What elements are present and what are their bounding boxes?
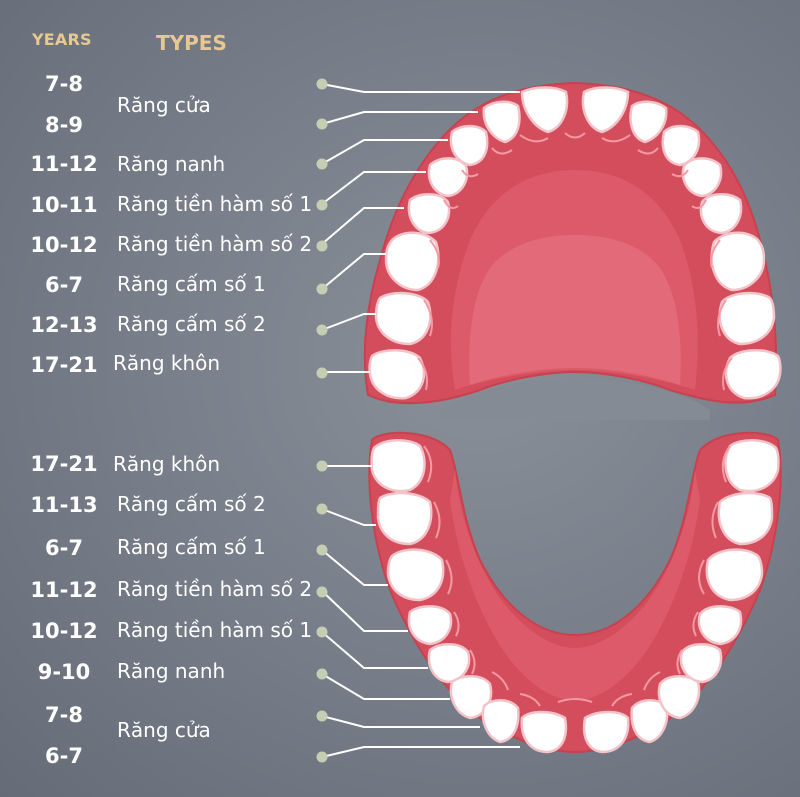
upper-tooth-lateral-right xyxy=(629,100,668,144)
dot-icon xyxy=(316,324,328,336)
upper-tooth-wisdom-left xyxy=(368,349,426,400)
dot-icon xyxy=(316,503,328,515)
upper-tooth-lateral-left xyxy=(482,100,521,144)
upper-tooth-premolar2-left xyxy=(407,193,451,235)
upper-tooth-molar1-right xyxy=(710,231,766,292)
lower-tooth-premolar1-left xyxy=(427,643,471,684)
years-header: YEARS xyxy=(32,30,92,49)
lower-type-wisdom: Răng khôn xyxy=(113,452,221,476)
lower-tooth-central-right xyxy=(582,710,630,754)
dot-icon xyxy=(316,240,328,252)
upper-type-molar-2: Răng cấm số 2 xyxy=(117,312,266,336)
upper-tooth-central-right xyxy=(581,86,630,134)
lower-year-canine: 9-10 xyxy=(37,660,91,684)
upper-year-premolar-2: 10-12 xyxy=(30,233,98,257)
upper-year-molar-1: 6-7 xyxy=(45,273,83,297)
upper-tooth-molar2-right xyxy=(718,291,776,346)
upper-type-wisdom: Răng khôn xyxy=(113,351,221,375)
dot-icon xyxy=(316,668,328,680)
dot-icon xyxy=(316,544,328,556)
dot-icon xyxy=(316,158,328,170)
lower-tooth-premolar1-right xyxy=(679,643,723,684)
lower-tooth-lateral-right xyxy=(630,699,669,744)
dot-icon xyxy=(316,199,328,211)
lower-type-molar-2: Răng cấm số 2 xyxy=(117,492,266,516)
lower-jaw xyxy=(368,431,782,754)
upper-tooth-canine-left xyxy=(449,124,489,167)
upper-type-premolar-2: Răng tiền hàm số 2 xyxy=(117,232,313,256)
lower-tooth-wisdom-left xyxy=(370,439,426,493)
lower-tooth-lateral-left xyxy=(481,699,520,744)
lower-type-canine: Răng nanh xyxy=(117,659,226,683)
lower-tooth-molar1-right xyxy=(705,548,764,602)
dot-icon xyxy=(316,283,328,295)
lower-tooth-canine-right xyxy=(657,675,701,720)
lower-connectors xyxy=(321,465,520,758)
upper-year-central-incisor: 7-8 xyxy=(45,72,83,96)
lower-type-premolar-1: Răng tiền hàm số 1 xyxy=(117,618,313,642)
upper-type-premolar-1: Răng tiền hàm số 1 xyxy=(117,192,313,216)
upper-year-lateral-incisor: 8-9 xyxy=(45,113,83,137)
upper-year-premolar-1: 10-11 xyxy=(30,193,98,217)
lower-type-incisor: Răng cửa xyxy=(117,718,211,742)
lower-tooth-molar1-left xyxy=(386,548,445,602)
lower-tooth-premolar2-right xyxy=(697,605,743,646)
lower-year-molar-1: 6-7 xyxy=(45,536,83,560)
upper-tooth-canine-right xyxy=(661,124,701,167)
lower-dots xyxy=(316,460,328,763)
lower-year-premolar-1: 10-12 xyxy=(30,619,98,643)
upper-dots xyxy=(316,78,328,379)
lower-gum-inner xyxy=(450,470,700,700)
lower-year-lateral-incisor: 7-8 xyxy=(45,703,83,727)
dot-icon xyxy=(316,751,328,763)
upper-tooth-wisdom-right xyxy=(724,349,782,400)
lower-year-central-incisor: 6-7 xyxy=(45,744,83,768)
lower-tooth-wisdom-right xyxy=(724,439,780,493)
upper-tooth-premolar1-right xyxy=(681,157,723,198)
upper-type-incisor: Răng cửa xyxy=(117,93,211,117)
upper-tooth-central-left xyxy=(520,86,569,134)
upper-tooth-molar1-left xyxy=(384,231,440,292)
dot-icon xyxy=(316,460,328,472)
lower-tooth-central-left xyxy=(520,710,568,754)
upper-jaw xyxy=(363,81,782,420)
lower-tooth-molar2-left xyxy=(376,491,433,546)
dot-icon xyxy=(316,586,328,598)
upper-year-molar-2: 12-13 xyxy=(30,313,98,337)
types-header: TYPES xyxy=(156,31,227,55)
lower-type-molar-1: Răng cấm số 1 xyxy=(117,535,266,559)
lower-year-premolar-2: 11-12 xyxy=(30,578,98,602)
dot-icon xyxy=(316,118,328,130)
upper-type-canine: Răng nanh xyxy=(117,152,226,176)
dot-icon xyxy=(316,710,328,722)
upper-palate xyxy=(469,235,681,385)
upper-tooth-molar2-left xyxy=(374,291,432,346)
lower-year-molar-2: 11-13 xyxy=(30,493,98,517)
upper-connectors xyxy=(321,83,520,373)
dot-icon xyxy=(316,367,328,379)
upper-tooth-premolar1-left xyxy=(427,157,469,198)
lower-tooth-premolar2-left xyxy=(407,605,453,646)
upper-type-molar-1: Răng cấm số 1 xyxy=(117,272,266,296)
upper-tooth-premolar2-right xyxy=(699,193,743,235)
lower-type-premolar-2: Răng tiền hàm số 2 xyxy=(117,577,313,601)
lower-tooth-molar2-right xyxy=(717,491,774,546)
lower-year-wisdom: 17-21 xyxy=(30,452,98,476)
upper-year-canine: 11-12 xyxy=(30,152,98,176)
dot-icon xyxy=(316,78,328,90)
upper-year-wisdom: 17-21 xyxy=(30,353,98,377)
dot-icon xyxy=(316,626,328,638)
